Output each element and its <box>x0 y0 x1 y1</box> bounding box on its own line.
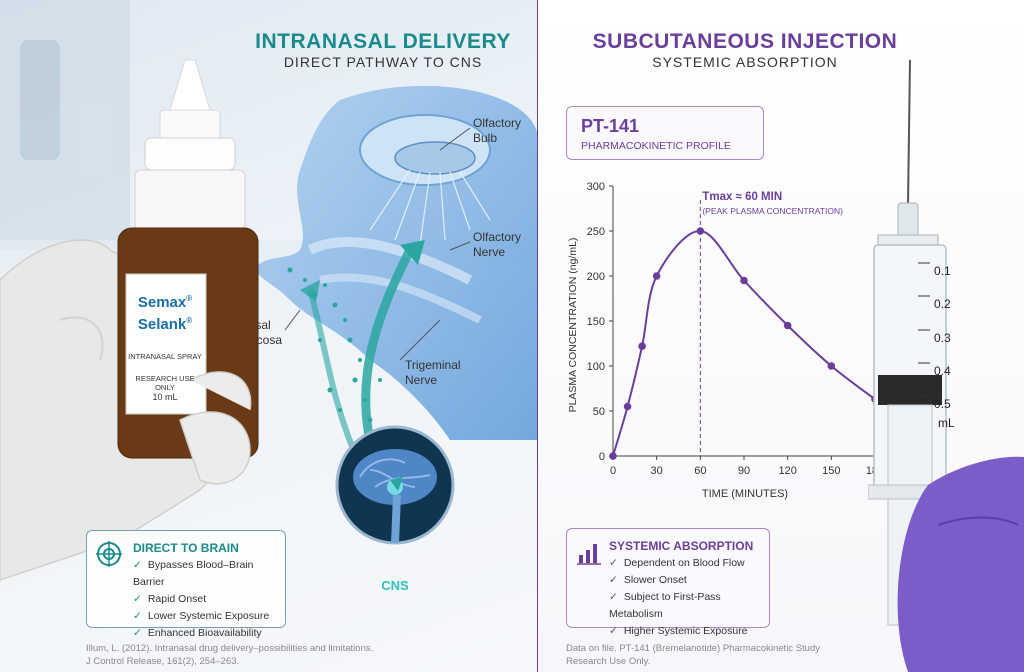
bottle-note-label: RESEARCH USE ONLY <box>135 374 195 392</box>
y-tick-label: 0 <box>599 451 605 463</box>
tmax-detail-label: (PEAK PLASMA CONCENTRATION) <box>702 206 843 216</box>
right-reference: Data on file. PT-141 (Bremelanotide) Pha… <box>566 643 820 667</box>
list-item: ✓Bypasses Blood–Brain Barrier <box>133 559 254 588</box>
right-title: SUBCUTANEOUS INJECTION <box>592 30 898 53</box>
data-point <box>696 227 705 235</box>
data-point <box>652 272 661 280</box>
x-tick-label: 0 <box>610 465 616 477</box>
chart-axes <box>612 186 875 457</box>
list-item: ✓Slower Onset <box>609 574 687 586</box>
chart-annotation: Tmax ≈ 60 MIN (PEAK PLASMA CONCENTRATION) <box>699 191 843 456</box>
list-item: ✓Higher Systemic Exposure <box>609 625 748 637</box>
y-tick-label: 200 <box>587 271 605 283</box>
bottle-volume-label: 10 mL <box>152 392 178 402</box>
spray-bottle-illustration <box>0 59 259 581</box>
series-line <box>612 229 876 457</box>
pk-profile-box: PT-141 PHARMACOKINETIC PROFILE <box>566 106 764 160</box>
data-point <box>740 276 748 285</box>
series-points <box>609 227 879 460</box>
y-tick-label: 50 <box>593 406 605 418</box>
bottle-brand-semax: Semax® <box>137 294 193 311</box>
y-axis-label: PLASMA CONCENTRATION (ng/mL) <box>567 238 579 413</box>
data-point <box>827 362 836 370</box>
list-item: ✓Dependent on Blood Flow <box>609 557 745 569</box>
systemic-absorption-box: SYSTEMIC ABSORPTION ✓Dependent on Blood … <box>566 528 770 637</box>
syringe-illustration <box>868 59 1024 672</box>
data-point <box>609 452 617 460</box>
cns-label: CNS <box>381 578 409 593</box>
data-point <box>638 342 646 350</box>
brain-cns-illustration <box>335 425 455 545</box>
x-tick-label: 90 <box>738 465 750 477</box>
list-item: ✓Lower Systemic Exposure <box>133 610 270 622</box>
pk-profile-subtitle: PHARMACOKINETIC PROFILE <box>581 140 731 152</box>
syringe-unit: mL <box>938 416 955 430</box>
right-subtitle: SYSTEMIC ABSORPTION <box>652 54 838 70</box>
left-reference: Illum, L. (2012). Intranasal drug delive… <box>86 643 374 667</box>
systemic-absorption-list: ✓Dependent on Blood Flow ✓Slower Onset ✓… <box>609 555 769 640</box>
list-item: ✓Subject to First-Pass Metabolism <box>609 591 721 620</box>
y-tick-label: 100 <box>587 361 605 373</box>
pk-drug-name: PT-141 <box>581 116 640 136</box>
annotation-leaders <box>284 127 471 361</box>
x-tick-label: 30 <box>651 465 663 477</box>
direct-to-brain-title: DIRECT TO BRAIN <box>133 541 239 555</box>
data-point <box>783 321 792 330</box>
x-tick-label: 60 <box>694 465 706 477</box>
direct-to-brain-box: DIRECT TO BRAIN ✓Bypasses Blood–Brain Ba… <box>86 530 286 639</box>
target-icon <box>96 541 122 567</box>
subcutaneous-panel: SUBCUTANEOUS INJECTION SYSTEMIC ABSORPTI… <box>538 0 1024 672</box>
data-point <box>623 402 632 411</box>
y-tick-label: 250 <box>587 226 605 238</box>
y-tick-label: 150 <box>587 316 605 328</box>
bottle-brand-selank: Selank® <box>137 316 193 333</box>
list-item: ✓Enhanced Bioavailability <box>133 627 262 639</box>
x-axis-label: TIME (MINUTES) <box>702 488 788 500</box>
bottle-type-label: INTRANASAL SPRAY <box>128 352 202 361</box>
pk-chart: 0501001502002503000306090120150180 Tmax … <box>567 181 885 500</box>
x-tick-label: 120 <box>778 465 796 477</box>
y-tick-label: 300 <box>587 181 605 193</box>
left-subtitle: DIRECT PATHWAY TO CNS <box>283 54 483 70</box>
tmax-label: Tmax ≈ 60 MIN <box>702 191 782 203</box>
bar-chart-icon <box>577 544 601 565</box>
list-item: ✓Rapid Onset <box>133 593 207 605</box>
direct-to-brain-list: ✓Bypasses Blood–Brain Barrier ✓Rapid Ons… <box>133 557 285 642</box>
x-tick-label: 150 <box>822 465 840 477</box>
nasal-anatomy-illustration <box>256 85 538 467</box>
chart-ticks: 0501001502002503000306090120150180 <box>587 181 885 477</box>
left-title: INTRANASAL DELIVERY <box>255 30 511 53</box>
syringe-scale: 0.1 0.2 0.3 0.4 0.5 <box>934 264 951 412</box>
systemic-absorption-title: SYSTEMIC ABSORPTION <box>609 539 754 553</box>
